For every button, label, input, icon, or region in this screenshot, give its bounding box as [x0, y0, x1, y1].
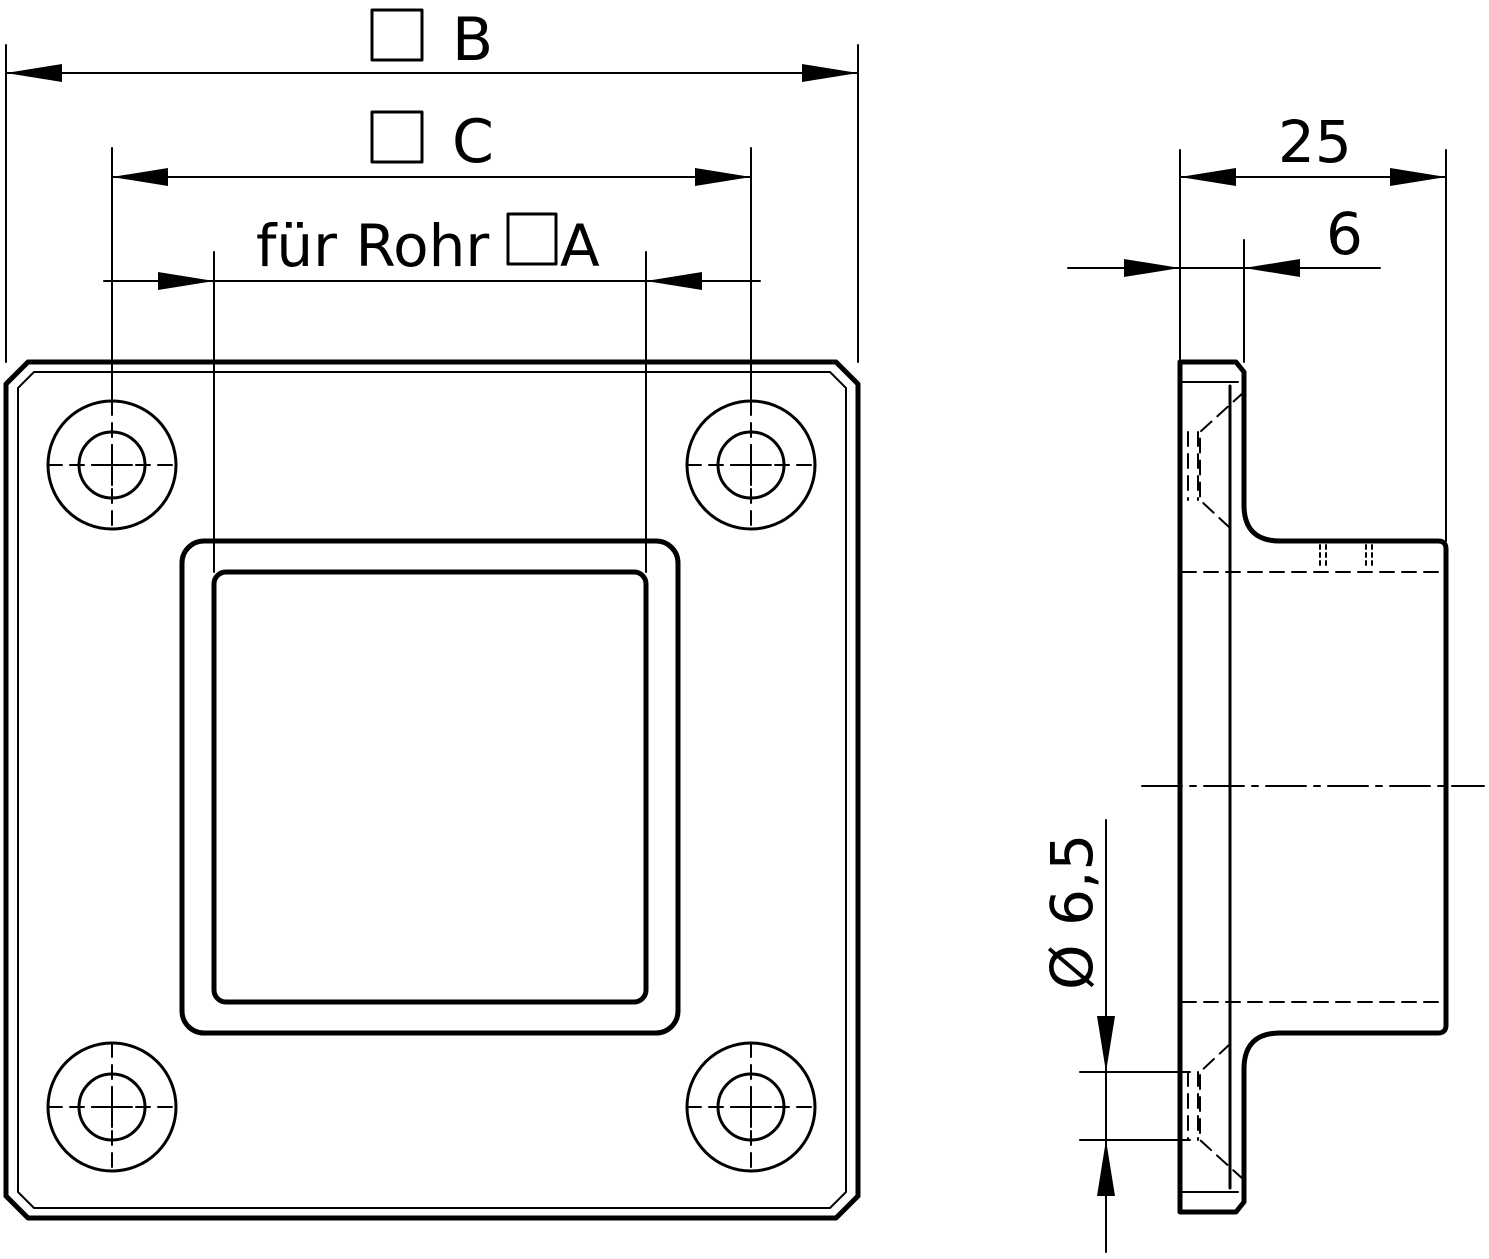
side-view: 25 6 Ø 6,5 [1038, 108, 1485, 1253]
dimension-label-hole-diameter: Ø 6,5 [1038, 834, 1106, 990]
arrowhead-a-right [646, 272, 702, 290]
side-profile-outline [1177, 359, 1449, 1215]
square-symbol-a [506, 212, 558, 266]
arrowhead-c-right [695, 168, 751, 186]
arrowhead-a-left [158, 272, 214, 290]
mounting-hole-bottom-left [46, 1041, 178, 1173]
base-plate-outline [3, 359, 861, 1221]
mounting-hole-bottom-right [685, 1041, 817, 1173]
dimension-label-c: C [452, 107, 494, 177]
arrowhead-c-left [112, 168, 168, 186]
hidden-countersink-top [1187, 391, 1245, 529]
arrowhead-hole-bottom [1097, 1140, 1115, 1196]
dimension-label-a-prefix: für Rohr [256, 212, 489, 280]
hidden-countersink-bottom [1187, 1043, 1245, 1181]
arrowhead-6-left [1124, 259, 1180, 277]
mounting-hole-top-left [46, 399, 178, 531]
mounting-hole-top-right [685, 399, 817, 531]
arrowhead-25-left [1180, 168, 1236, 186]
base-plate-inner-edge [17, 371, 847, 1209]
square-symbol-b [370, 8, 424, 62]
arrowhead-hole-top [1097, 1016, 1115, 1072]
arrowhead-b-left [6, 64, 62, 82]
dimension-label-b: B [452, 5, 493, 75]
arrowhead-25-right [1390, 168, 1446, 186]
arrowhead-b-right [802, 64, 858, 82]
square-symbol-c [370, 110, 424, 164]
front-view: B C für Rohr A [3, 5, 861, 1221]
tube-outer-square [179, 538, 681, 1036]
dimension-label-a: A [560, 212, 600, 280]
tube-inner-square [211, 569, 649, 1005]
arrowhead-6-right [1244, 259, 1300, 277]
dimension-label-depth: 25 [1278, 108, 1352, 176]
dimension-label-plate-thickness: 6 [1326, 200, 1363, 268]
